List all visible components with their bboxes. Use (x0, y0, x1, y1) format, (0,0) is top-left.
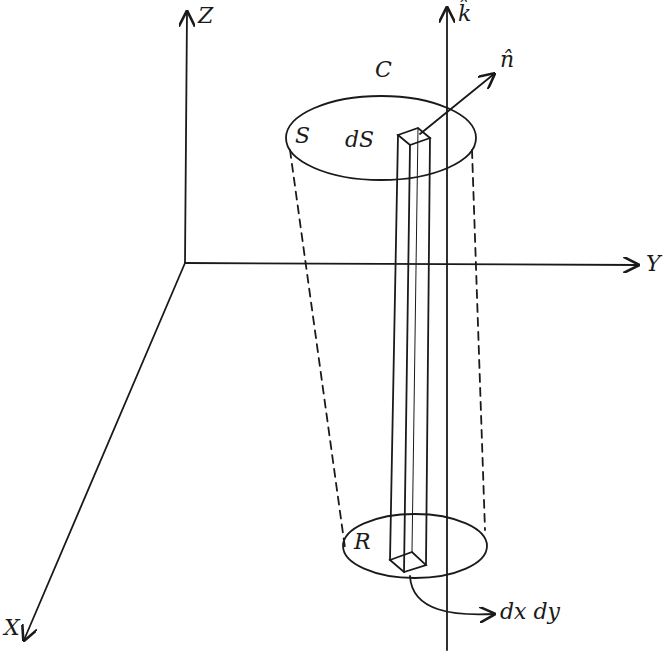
z-axis (185, 12, 187, 263)
region-label: R (354, 530, 371, 554)
k-axis (446, 8, 448, 650)
column-edge (404, 145, 410, 572)
projection-line (290, 150, 345, 548)
y-axis (185, 263, 638, 265)
x-axis (24, 263, 185, 640)
normal-vector (420, 74, 494, 134)
unit-vector-label: k̂ (458, 2, 471, 26)
region-ellipse: R (340, 508, 490, 582)
unit-vector-label: n̂ (500, 48, 514, 72)
axis-label: Y (646, 252, 661, 276)
element-label: dS (345, 128, 374, 152)
column-edge (426, 138, 430, 565)
area-label: dx dy (500, 600, 560, 624)
column-edge (390, 135, 398, 560)
column-base (390, 552, 426, 572)
column-edge (412, 128, 418, 552)
leader-line (410, 576, 494, 614)
axis-label: Z (198, 4, 213, 28)
surface-label: S (295, 124, 310, 148)
boundary-label: C (375, 58, 392, 82)
projection-line (472, 150, 485, 530)
surface-ellipse: C SdS (285, 58, 485, 188)
axis-label: X (4, 616, 20, 640)
